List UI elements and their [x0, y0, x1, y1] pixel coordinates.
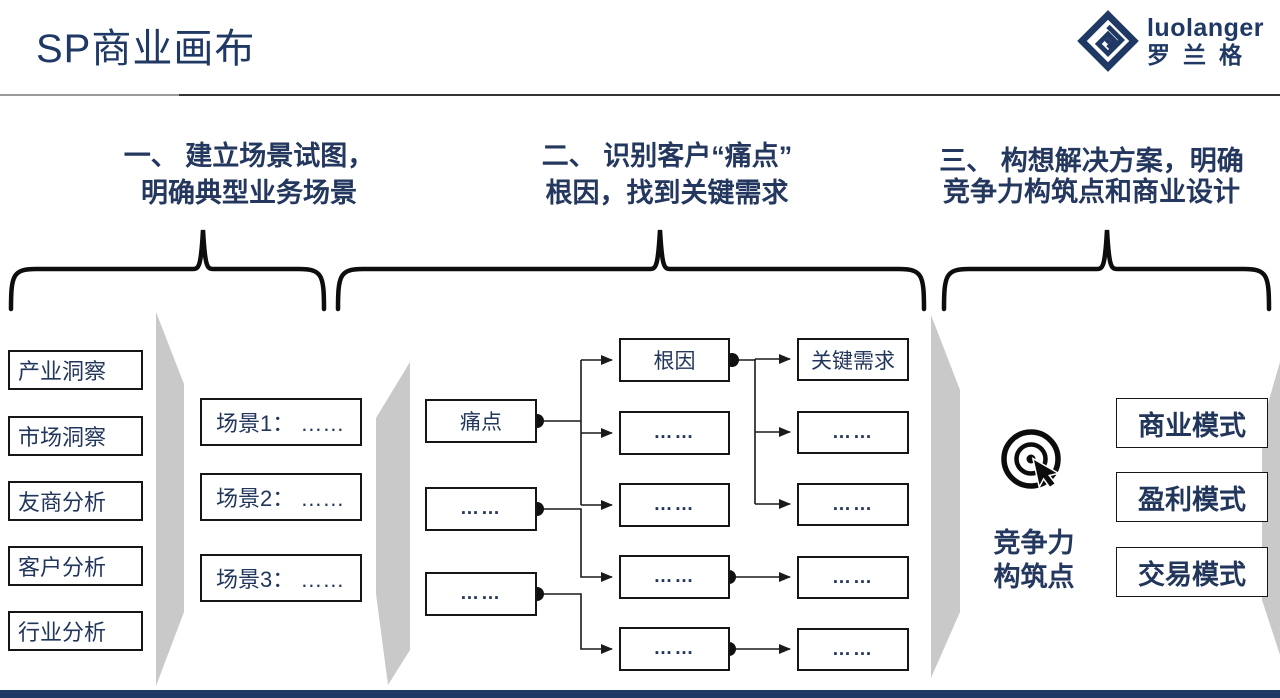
scenario-box-2: 场景2： …… [200, 473, 362, 521]
keyneed-box-5: …… [797, 628, 909, 671]
analysis-box-customer-analysis: 客户分析 [8, 546, 143, 586]
phase-2-line-2: 根因，找到关键需求 [545, 178, 789, 208]
phase-3-heading: 三、 构想解决方案，明确 竞争力构筑点和商业设计 [903, 146, 1280, 208]
logo-text: luolanger 罗兰格 [1146, 14, 1264, 68]
brace-3 [941, 229, 1272, 312]
perspective-panel-1 [156, 312, 184, 686]
rootcause-box-2: …… [619, 411, 730, 455]
mode-box-business: 商业模式 [1116, 398, 1268, 448]
phase-3-line-2: 竞争力构筑点和商业设计 [943, 177, 1240, 207]
scenario-box-1: 场景1： …… [200, 398, 362, 446]
header-divider [0, 94, 1280, 96]
painpoint-box-3: …… [425, 572, 537, 616]
connector-arrow [537, 593, 613, 654]
analysis-box-competitor-analysis: 友商分析 [8, 481, 143, 521]
phase-1-line-1: 一、 建立场景试图， [123, 141, 375, 171]
competitiveness-line-1: 竞争力 [993, 528, 1075, 558]
mode-box-transaction: 交易模式 [1116, 547, 1268, 597]
mode-box-profit: 盈利模式 [1116, 472, 1268, 522]
bottom-accent-bar [0, 690, 1280, 698]
target-bullseye-icon [1001, 429, 1061, 490]
logo-diamond-icon [1077, 10, 1139, 72]
phase-2-heading: 二、 识别客户“痛点” 根因，找到关键需求 [480, 138, 854, 212]
rootcause-box-3: …… [619, 483, 730, 527]
brace-2 [335, 229, 927, 312]
phase-1-line-2: 明确典型业务场景 [141, 178, 357, 208]
perspective-panel-3 [931, 315, 960, 678]
logo-latin: luolanger [1146, 14, 1264, 43]
competitiveness-label: 竞争力 构筑点 [959, 526, 1109, 594]
keyneed-box-4: …… [797, 556, 909, 599]
analysis-box-industry-insight: 产业洞察 [8, 350, 143, 390]
page-title: SP商业画布 [36, 27, 256, 71]
keyneed-box-2: …… [797, 411, 909, 454]
keyneed-box-3: …… [797, 483, 909, 526]
rootcause-box-5: …… [619, 627, 730, 671]
painpoint-box-2: …… [425, 487, 537, 531]
painpoint-box-1: 痛点 [425, 399, 537, 443]
phase-2-line-1: 二、 识别客户“痛点” [541, 141, 793, 171]
rootcause-box-4: …… [619, 555, 730, 599]
perspective-panel-2 [376, 362, 410, 685]
phase-3-line-1: 三、 构想解决方案，明确 [939, 146, 1244, 176]
phase-1-heading: 一、 建立场景试图， 明确典型业务场景 [88, 138, 410, 212]
scenario-box-3: 场景3： …… [200, 554, 362, 602]
company-logo: luolanger 罗兰格 [1077, 10, 1264, 72]
competitiveness-line-2: 构筑点 [993, 562, 1075, 592]
logo-chinese: 罗兰格 [1146, 41, 1255, 68]
brace-1 [8, 229, 327, 312]
cursor-arrow-icon [1031, 456, 1061, 490]
connector-arrow [537, 508, 613, 582]
analysis-box-market-insight: 市场洞察 [8, 416, 143, 456]
keyneed-box-1: 关键需求 [797, 338, 909, 381]
connector-lines [537, 354, 791, 654]
analysis-box-sector-analysis: 行业分析 [8, 611, 143, 651]
rootcause-box-1: 根因 [619, 338, 730, 382]
